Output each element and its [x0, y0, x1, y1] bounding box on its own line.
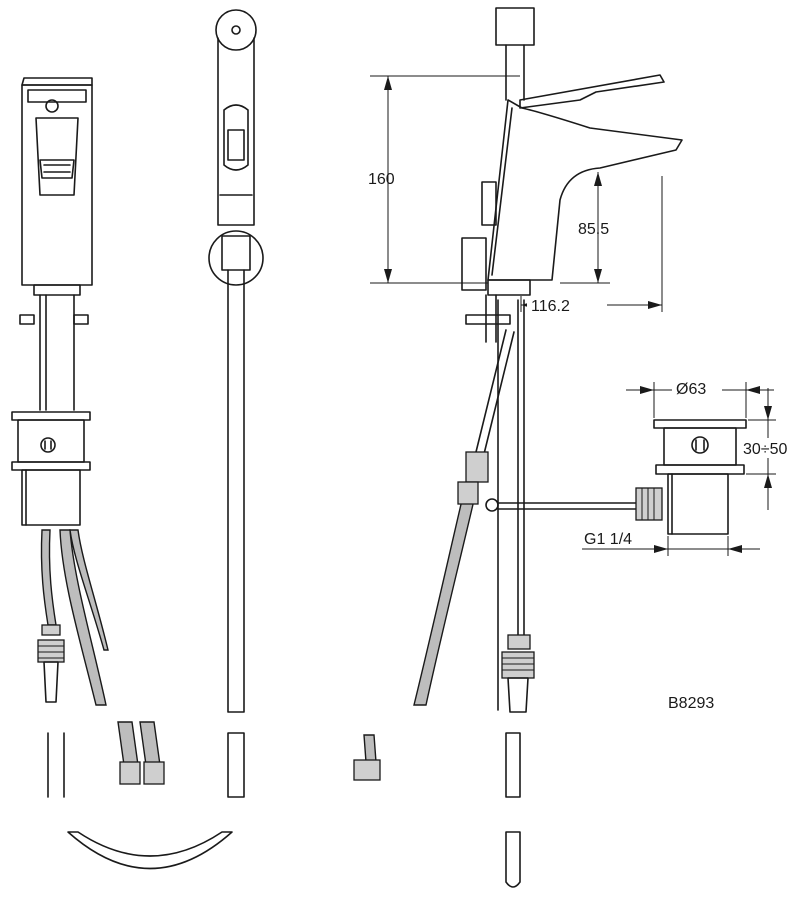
- drawing-code: B8293: [668, 695, 714, 712]
- waste-valve: [635, 419, 747, 535]
- dimension-spout-clearance: 85.5: [560, 172, 610, 284]
- dimension-overall-height: 160: [368, 75, 520, 284]
- dim-label-adjust: 30÷50: [743, 441, 787, 458]
- dim-label-height: 160: [368, 171, 395, 188]
- side-view: [208, 9, 264, 798]
- dim-label-reach: 116.2: [531, 298, 570, 315]
- dimension-waste-thread: G1 1/4: [582, 531, 760, 556]
- dim-label-diameter: Ø63: [676, 381, 706, 398]
- dimension-waste-adjust: 30÷50: [742, 388, 798, 510]
- dim-label-thread: G1 1/4: [584, 531, 632, 548]
- dim-label-clearance: 85.5: [578, 221, 609, 238]
- hose-right: [59, 529, 107, 706]
- front-view: [11, 77, 233, 870]
- hose-left: [40, 529, 57, 626]
- front-view-base-arc: [67, 831, 233, 870]
- dimension-spout-reach: 116.2: [520, 176, 663, 315]
- dimension-waste-diameter: Ø63: [626, 378, 774, 418]
- side-elevation: [353, 7, 683, 888]
